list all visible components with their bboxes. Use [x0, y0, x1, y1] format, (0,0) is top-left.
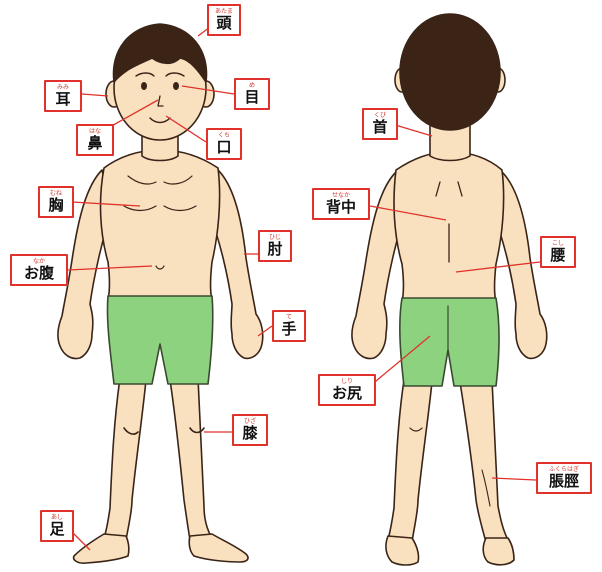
label-mune: むね 胸: [38, 186, 74, 218]
text-onaka: お腹: [24, 266, 54, 281]
label-me: め 目: [234, 78, 270, 110]
text-ashi: 足: [49, 522, 64, 537]
label-atama: あたま 頭: [207, 4, 241, 36]
leader-kubi: [392, 124, 432, 136]
label-hiji: ひじ 肘: [258, 230, 292, 262]
back-shorts: [400, 298, 499, 386]
front-torso: [101, 150, 220, 300]
text-kuchi: 口: [216, 140, 231, 155]
leader-fukurahagi: [492, 478, 536, 480]
front-right-eye: [173, 82, 179, 90]
label-fukurahagi: ふくらはぎ 脹脛: [536, 462, 592, 494]
label-kubi: くび 首: [362, 108, 398, 140]
label-hana: はな 鼻: [76, 124, 114, 156]
back-left-leg: [388, 380, 432, 542]
back-left-foot: [386, 536, 419, 565]
label-hiza: ひざ 膝: [232, 414, 268, 446]
text-me: 目: [244, 90, 259, 105]
label-mimi: みみ 耳: [44, 80, 82, 112]
text-hiza: 膝: [242, 426, 257, 441]
front-left-leg: [104, 378, 146, 540]
label-te: て 手: [272, 310, 306, 342]
text-mune: 胸: [48, 198, 63, 213]
text-te: 手: [281, 322, 296, 337]
front-left-eye: [141, 82, 147, 90]
label-senaka: せなか 背中: [312, 188, 370, 220]
front-right-leg: [170, 378, 212, 540]
back-head-hair: [400, 14, 500, 130]
text-fukurahagi: 脹脛: [549, 474, 579, 489]
back-figure: [352, 14, 547, 565]
front-figure: [58, 24, 263, 563]
label-ashi: あし 足: [40, 510, 74, 542]
label-koshi: こし 腰: [540, 236, 576, 268]
front-right-foot: [189, 534, 248, 562]
back-right-leg: [460, 380, 508, 542]
text-koshi: 腰: [550, 248, 565, 263]
front-left-foot: [74, 534, 129, 563]
text-kubi: 首: [372, 120, 387, 135]
label-kuchi: くち 口: [206, 128, 242, 160]
text-hiji: 肘: [267, 242, 282, 257]
back-right-foot: [483, 538, 514, 565]
text-hana: 鼻: [87, 136, 102, 151]
text-mimi: 耳: [55, 92, 70, 107]
text-atama: 頭: [216, 16, 231, 31]
leader-mimi: [82, 94, 108, 96]
text-oshiri: お尻: [332, 386, 362, 401]
label-oshiri: しり お尻: [318, 374, 376, 406]
text-senaka: 背中: [326, 200, 356, 215]
label-onaka: なか お腹: [10, 254, 68, 286]
front-shorts: [107, 296, 212, 384]
